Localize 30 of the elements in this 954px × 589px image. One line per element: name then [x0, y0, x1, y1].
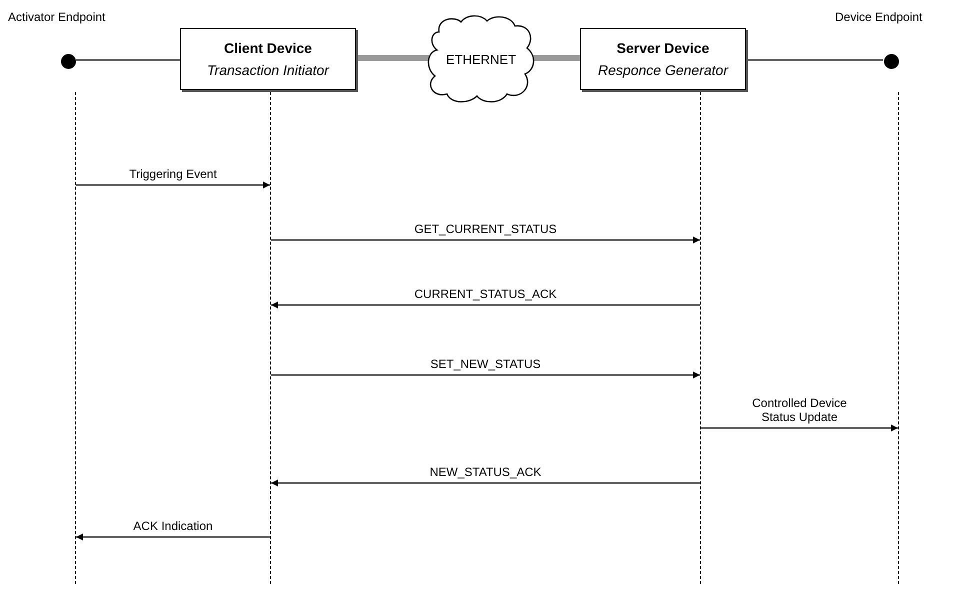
- message-arrow: [76, 182, 270, 188]
- lifeline: [75, 92, 76, 584]
- network-label: ETHERNET: [446, 52, 516, 66]
- lifeline: [700, 92, 701, 584]
- message-label: Triggering Event: [127, 167, 219, 181]
- message-label: NEW_STATUS_ACK: [428, 465, 544, 479]
- device-role: Responce Generator: [598, 62, 728, 78]
- message-label: CURRENT_STATUS_ACK: [412, 287, 559, 301]
- lifeline: [270, 92, 271, 584]
- network-link: [533, 55, 580, 61]
- connector-line: [76, 59, 180, 61]
- message-label: GET_CURRENT_STATUS: [412, 222, 559, 236]
- message-arrow: [701, 424, 898, 432]
- device-role: Transaction Initiator: [207, 62, 329, 78]
- device-name: Client Device: [224, 40, 312, 56]
- device-box: [580, 28, 746, 90]
- message-arrow: [76, 534, 270, 540]
- message-arrow: [271, 302, 700, 308]
- device-box: [180, 28, 356, 90]
- message-arrow: [271, 480, 700, 486]
- lifeline: [898, 92, 899, 584]
- endpoint-label: Activator Endpoint: [8, 10, 106, 24]
- endpoint-label: Device Endpoint: [835, 10, 922, 24]
- connector-line: [746, 59, 883, 61]
- message-label: ACK Indication: [131, 519, 215, 533]
- message-label: SET_NEW_STATUS: [428, 357, 543, 371]
- message-arrow: [271, 372, 700, 378]
- message-arrow: [271, 236, 700, 244]
- network-link: [356, 55, 429, 61]
- device-name: Server Device: [616, 40, 710, 56]
